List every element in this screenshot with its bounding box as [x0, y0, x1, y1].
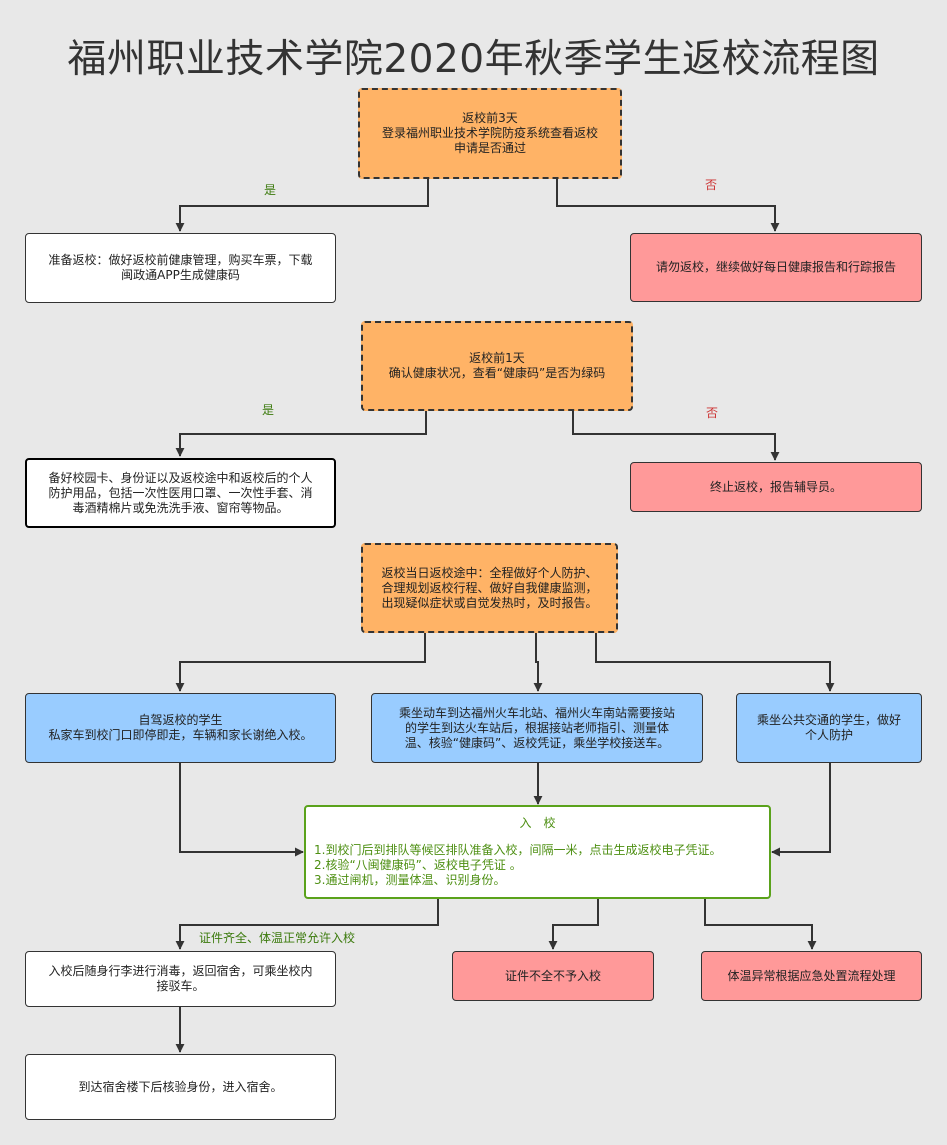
label-allow-entry: 证件齐全、体温正常允许入校 — [199, 931, 356, 945]
step-text: 乘坐公共交通的学生，做好 — [756, 713, 901, 727]
step-temperature-abnormal: 体温异常根据应急处置流程处理 — [701, 951, 922, 1001]
arrow-drive-to-entry — [179, 762, 304, 857]
step-check-1-day: 返校前1天 确认健康状况，查看“健康码”是否为绿码 — [361, 321, 633, 411]
step-text: 合理规划返校行程、做好自我健康监测， — [381, 580, 598, 595]
arrow-check1-to-terminate — [572, 410, 780, 461]
step-text: 个人防护 — [804, 728, 853, 742]
step-prepare: 准备返校：做好返校前健康管理，购买车票，下载 闽政通APP生成健康码 — [25, 233, 336, 303]
step-public-transport: 乘坐公共交通的学生，做好 个人防护 — [736, 693, 922, 763]
step-text: 申请是否通过 — [453, 141, 526, 155]
step-text: 返校前3天 — [462, 111, 518, 125]
step-enter-dorm: 到达宿舍楼下后核验身份，进入宿舍。 — [25, 1054, 336, 1120]
step-text: 私家车到校门口即停即走，车辆和家长谢绝入校。 — [48, 728, 313, 742]
entry-title: 入 校 — [519, 816, 556, 830]
step-campus-entry: 入 校 1.到校门后到排队等候区排队准备入校，间隔一米，点击生成返校电子凭证。 … — [304, 805, 771, 899]
step-text: 出现疑似症状或自觉发热时，及时报告。 — [381, 595, 598, 610]
step-prepare-items: 备好校园卡、身份证以及返校途中和返校后的个人 防护用品，包括一次性医用口罩、一次… — [25, 458, 336, 528]
step-text: 确认健康状况，查看“健康码”是否为绿码 — [388, 366, 606, 380]
step-text: 毒酒精棉片或免洗洗手液、窗帘等物品。 — [72, 500, 289, 515]
step-text: 请勿返校，继续做好每日健康报告和行踪报告 — [655, 260, 896, 274]
arrow-check3-to-stay — [556, 178, 780, 232]
label-no-1: 否 — [705, 178, 718, 192]
step-travel-day: 返校当日返校途中：全程做好个人防护、 合理规划返校行程、做好自我健康监测， 出现… — [361, 543, 618, 633]
step-text: 乘坐动车到达福州火车北站、福州火车南站需要接站 — [398, 705, 675, 720]
entry-step: 2.核验“八闽健康码”、返校电子凭证 。 — [314, 858, 522, 872]
arrow-check1-to-items — [175, 410, 427, 457]
step-text: 返校当日返校途中：全程做好个人防护、 — [381, 565, 598, 580]
label-yes-2: 是 — [262, 403, 275, 417]
page-title: 福州职业技术学院2020年秋季学生返校流程图 — [67, 37, 880, 82]
arrow-bus-to-entry — [771, 762, 831, 857]
step-stay-home: 请勿返校，继续做好每日健康报告和行踪报告 — [630, 233, 922, 302]
arrow-check3-to-prepare — [175, 178, 429, 232]
step-text: 终止返校，报告辅导员。 — [709, 479, 842, 494]
arrow-entry-to-disinfect — [175, 898, 439, 950]
step-text: 准备返校：做好返校前健康管理，购买车票，下载 — [48, 253, 313, 267]
step-text: 登录福州职业技术学院防疫系统查看返校 — [381, 126, 598, 140]
step-text: 温、核验“健康码”、返校凭证，乘坐学校接送车。 — [404, 735, 670, 750]
step-text: 的学生到达火车站后，根据接站老师指引、测量体 — [404, 720, 669, 735]
arrow-travel-to-train — [533, 632, 543, 692]
step-text: 备好校园卡、身份证以及返校途中和返校后的个人 — [48, 470, 313, 485]
step-text: 防护用品，包括一次性医用口罩、一次性手套、消 — [48, 485, 313, 500]
step-text: 证件不全不予入校 — [504, 968, 601, 983]
arrow-entry-to-temp-fail — [704, 898, 817, 950]
arrow-entry-to-docs-fail — [548, 898, 599, 950]
step-terminate: 终止返校，报告辅导员。 — [630, 462, 922, 512]
entry-step: 3.通过闸机，测量体温、识别身份。 — [314, 873, 506, 887]
step-text: 入校后随身行李进行消毒，返回宿舍，可乘坐校内 — [48, 964, 313, 978]
step-documents-incomplete: 证件不全不予入校 — [452, 951, 654, 1001]
arrow-travel-to-drive — [175, 632, 426, 692]
step-disinfect: 入校后随身行李进行消毒，返回宿舍，可乘坐校内 接驳车。 — [25, 951, 336, 1007]
step-text: 到达宿舍楼下后核验身份，进入宿舍。 — [78, 1079, 283, 1094]
step-self-drive: 自驾返校的学生 私家车到校门口即停即走，车辆和家长谢绝入校。 — [25, 693, 336, 763]
label-yes-1: 是 — [264, 183, 277, 197]
step-check-3-days: 返校前3天 登录福州职业技术学院防疫系统查看返校 申请是否通过 — [358, 88, 622, 179]
step-text: 体温异常根据应急处置流程处理 — [727, 968, 896, 983]
step-text: 返校前1天 — [469, 351, 525, 365]
step-text: 闽政通APP生成健康码 — [121, 268, 240, 282]
entry-step: 1.到校门后到排队等候区排队准备入校，间隔一米，点击生成返校电子凭证。 — [314, 843, 722, 857]
step-train-pickup: 乘坐动车到达福州火车北站、福州火车南站需要接站 的学生到达火车站后，根据接站老师… — [371, 693, 703, 763]
step-text: 接驳车。 — [156, 979, 205, 993]
label-no-2: 否 — [706, 406, 719, 420]
arrow-travel-to-bus — [595, 632, 835, 692]
step-text: 自驾返校的学生 — [138, 713, 223, 727]
